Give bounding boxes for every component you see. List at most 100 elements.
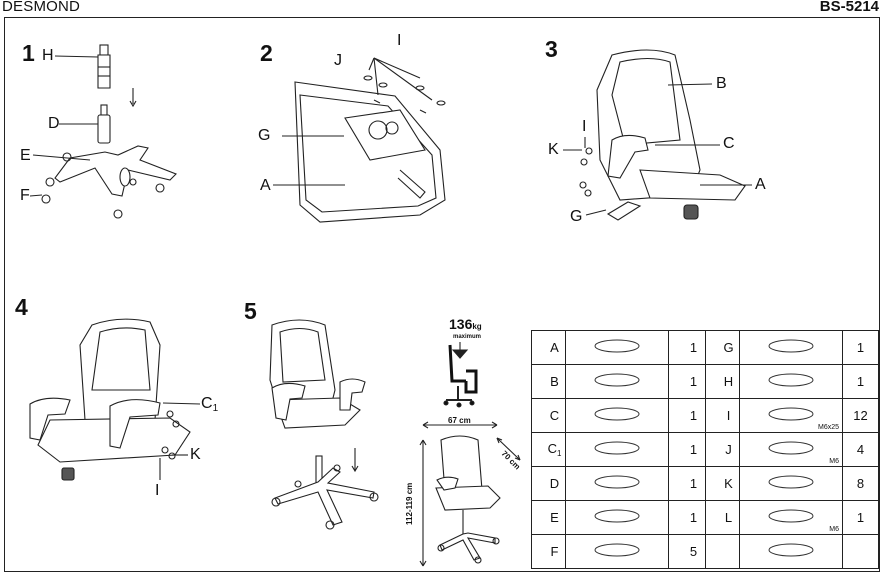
part-letter: C bbox=[531, 398, 566, 433]
step5-illustration bbox=[269, 319, 379, 530]
instruction-frame bbox=[4, 17, 880, 572]
part-quantity-text: 1 bbox=[856, 340, 865, 355]
part-image bbox=[565, 398, 669, 433]
part-letter-text: G bbox=[723, 340, 734, 355]
part-quantity-text: 5 bbox=[689, 544, 698, 559]
part-quantity: 1 bbox=[668, 364, 706, 399]
part-letter-text: E bbox=[550, 510, 559, 525]
part-quantity bbox=[842, 534, 879, 569]
step3-label-b: B bbox=[716, 75, 727, 92]
parts-table-row: B 1 H 1 bbox=[531, 364, 879, 399]
part-quantity-text: 8 bbox=[856, 476, 865, 491]
step1-label-d: D bbox=[48, 115, 60, 132]
part-letter bbox=[705, 534, 740, 569]
part-quantity-text: 1 bbox=[689, 408, 698, 423]
step2-label-g: G bbox=[258, 127, 271, 144]
part-quantity: 1 bbox=[842, 330, 879, 365]
part-letter: F bbox=[531, 534, 566, 569]
product-code: BS-5214 bbox=[819, 0, 879, 15]
part-quantity: 4 bbox=[842, 432, 879, 467]
step3-label-k: K bbox=[548, 141, 559, 158]
step-number-5: 5 bbox=[244, 298, 257, 324]
part-quantity-text: 1 bbox=[689, 476, 698, 491]
part-quantity: 1 bbox=[668, 330, 706, 365]
part-letter-text: J bbox=[725, 442, 732, 457]
part-quantity: 8 bbox=[842, 466, 879, 501]
part-image: M6 bbox=[739, 500, 843, 535]
parts-table-row: D 1 K 8 bbox=[531, 466, 879, 501]
specs-illustration bbox=[419, 342, 521, 567]
part-image bbox=[565, 364, 669, 399]
part-quantity-text: 1 bbox=[689, 374, 698, 389]
step-number-3: 3 bbox=[545, 36, 558, 62]
step2-label-i: I bbox=[397, 32, 402, 49]
part-quantity-text: 4 bbox=[856, 442, 865, 457]
step1-illustration bbox=[29, 44, 177, 219]
part-letter: K bbox=[705, 466, 740, 501]
part-letter-subscript: 1 bbox=[556, 449, 562, 458]
part-letter: L bbox=[705, 500, 740, 535]
parts-table-row: A 1 G 1 bbox=[531, 330, 879, 365]
part-quantity: 1 bbox=[668, 466, 706, 501]
step4-illustration bbox=[29, 318, 201, 481]
part-letter-text: I bbox=[726, 408, 731, 423]
step1-label-e: E bbox=[20, 147, 31, 164]
part-quantity: 5 bbox=[668, 534, 706, 569]
part-image: M6x25 bbox=[739, 398, 843, 433]
max-load: 136kg bbox=[449, 316, 482, 332]
part-quantity-text: 1 bbox=[856, 374, 865, 389]
step1-label-f: F bbox=[20, 187, 30, 204]
part-letter: I bbox=[705, 398, 740, 433]
step3-label-g: G bbox=[570, 208, 583, 225]
part-image bbox=[565, 534, 669, 569]
part-letter: J bbox=[705, 432, 740, 467]
part-quantity-text: 1 bbox=[689, 340, 698, 355]
part-quantity: 1 bbox=[842, 500, 879, 535]
part-image bbox=[739, 364, 843, 399]
part-image bbox=[565, 330, 669, 365]
part-letter-text: A bbox=[550, 340, 559, 355]
step-number-1: 1 bbox=[22, 40, 35, 66]
step2-label-j: J bbox=[334, 52, 342, 69]
part-image bbox=[565, 500, 669, 535]
step3-label-a: A bbox=[755, 176, 766, 193]
part-letter-text: H bbox=[723, 374, 734, 389]
part-image bbox=[739, 534, 843, 569]
step4-label-k: K bbox=[190, 446, 201, 463]
part-quantity: 1 bbox=[668, 398, 706, 433]
dimension-height: 112-119 cm bbox=[405, 482, 414, 525]
step-number-4: 4 bbox=[15, 294, 28, 320]
part-quantity-text: 12 bbox=[853, 408, 868, 423]
part-image bbox=[565, 432, 669, 467]
part-letter: B bbox=[531, 364, 566, 399]
dimension-width: 67 cm bbox=[448, 416, 471, 425]
step2-illustration bbox=[273, 57, 446, 223]
step3-label-i: I bbox=[582, 118, 587, 135]
part-letter: E bbox=[531, 500, 566, 535]
part-quantity: 1 bbox=[668, 432, 706, 467]
step3-label-c: C bbox=[723, 135, 735, 152]
part-letter-text: B bbox=[550, 374, 559, 389]
model-name: DESMOND bbox=[2, 0, 81, 15]
part-letter-text: C bbox=[549, 408, 560, 423]
part-quantity-text: 1 bbox=[689, 510, 698, 525]
part-letter-text: F bbox=[550, 544, 559, 559]
step1-label-h: H bbox=[42, 47, 54, 64]
step4-label-c1: C1 bbox=[201, 395, 219, 414]
part-letter-text: D bbox=[549, 476, 560, 491]
part-quantity: 1 bbox=[668, 500, 706, 535]
part-quantity-text: 1 bbox=[689, 442, 698, 457]
part-letter-text: K bbox=[724, 476, 733, 491]
part-quantity: 1 bbox=[842, 364, 879, 399]
part-quantity-text: 1 bbox=[856, 510, 865, 525]
step4-label-i: I bbox=[155, 482, 160, 499]
part-image bbox=[739, 330, 843, 365]
max-load-caption: maximum bbox=[453, 334, 482, 340]
step3-illustration bbox=[563, 49, 752, 221]
part-letter: A bbox=[531, 330, 566, 365]
